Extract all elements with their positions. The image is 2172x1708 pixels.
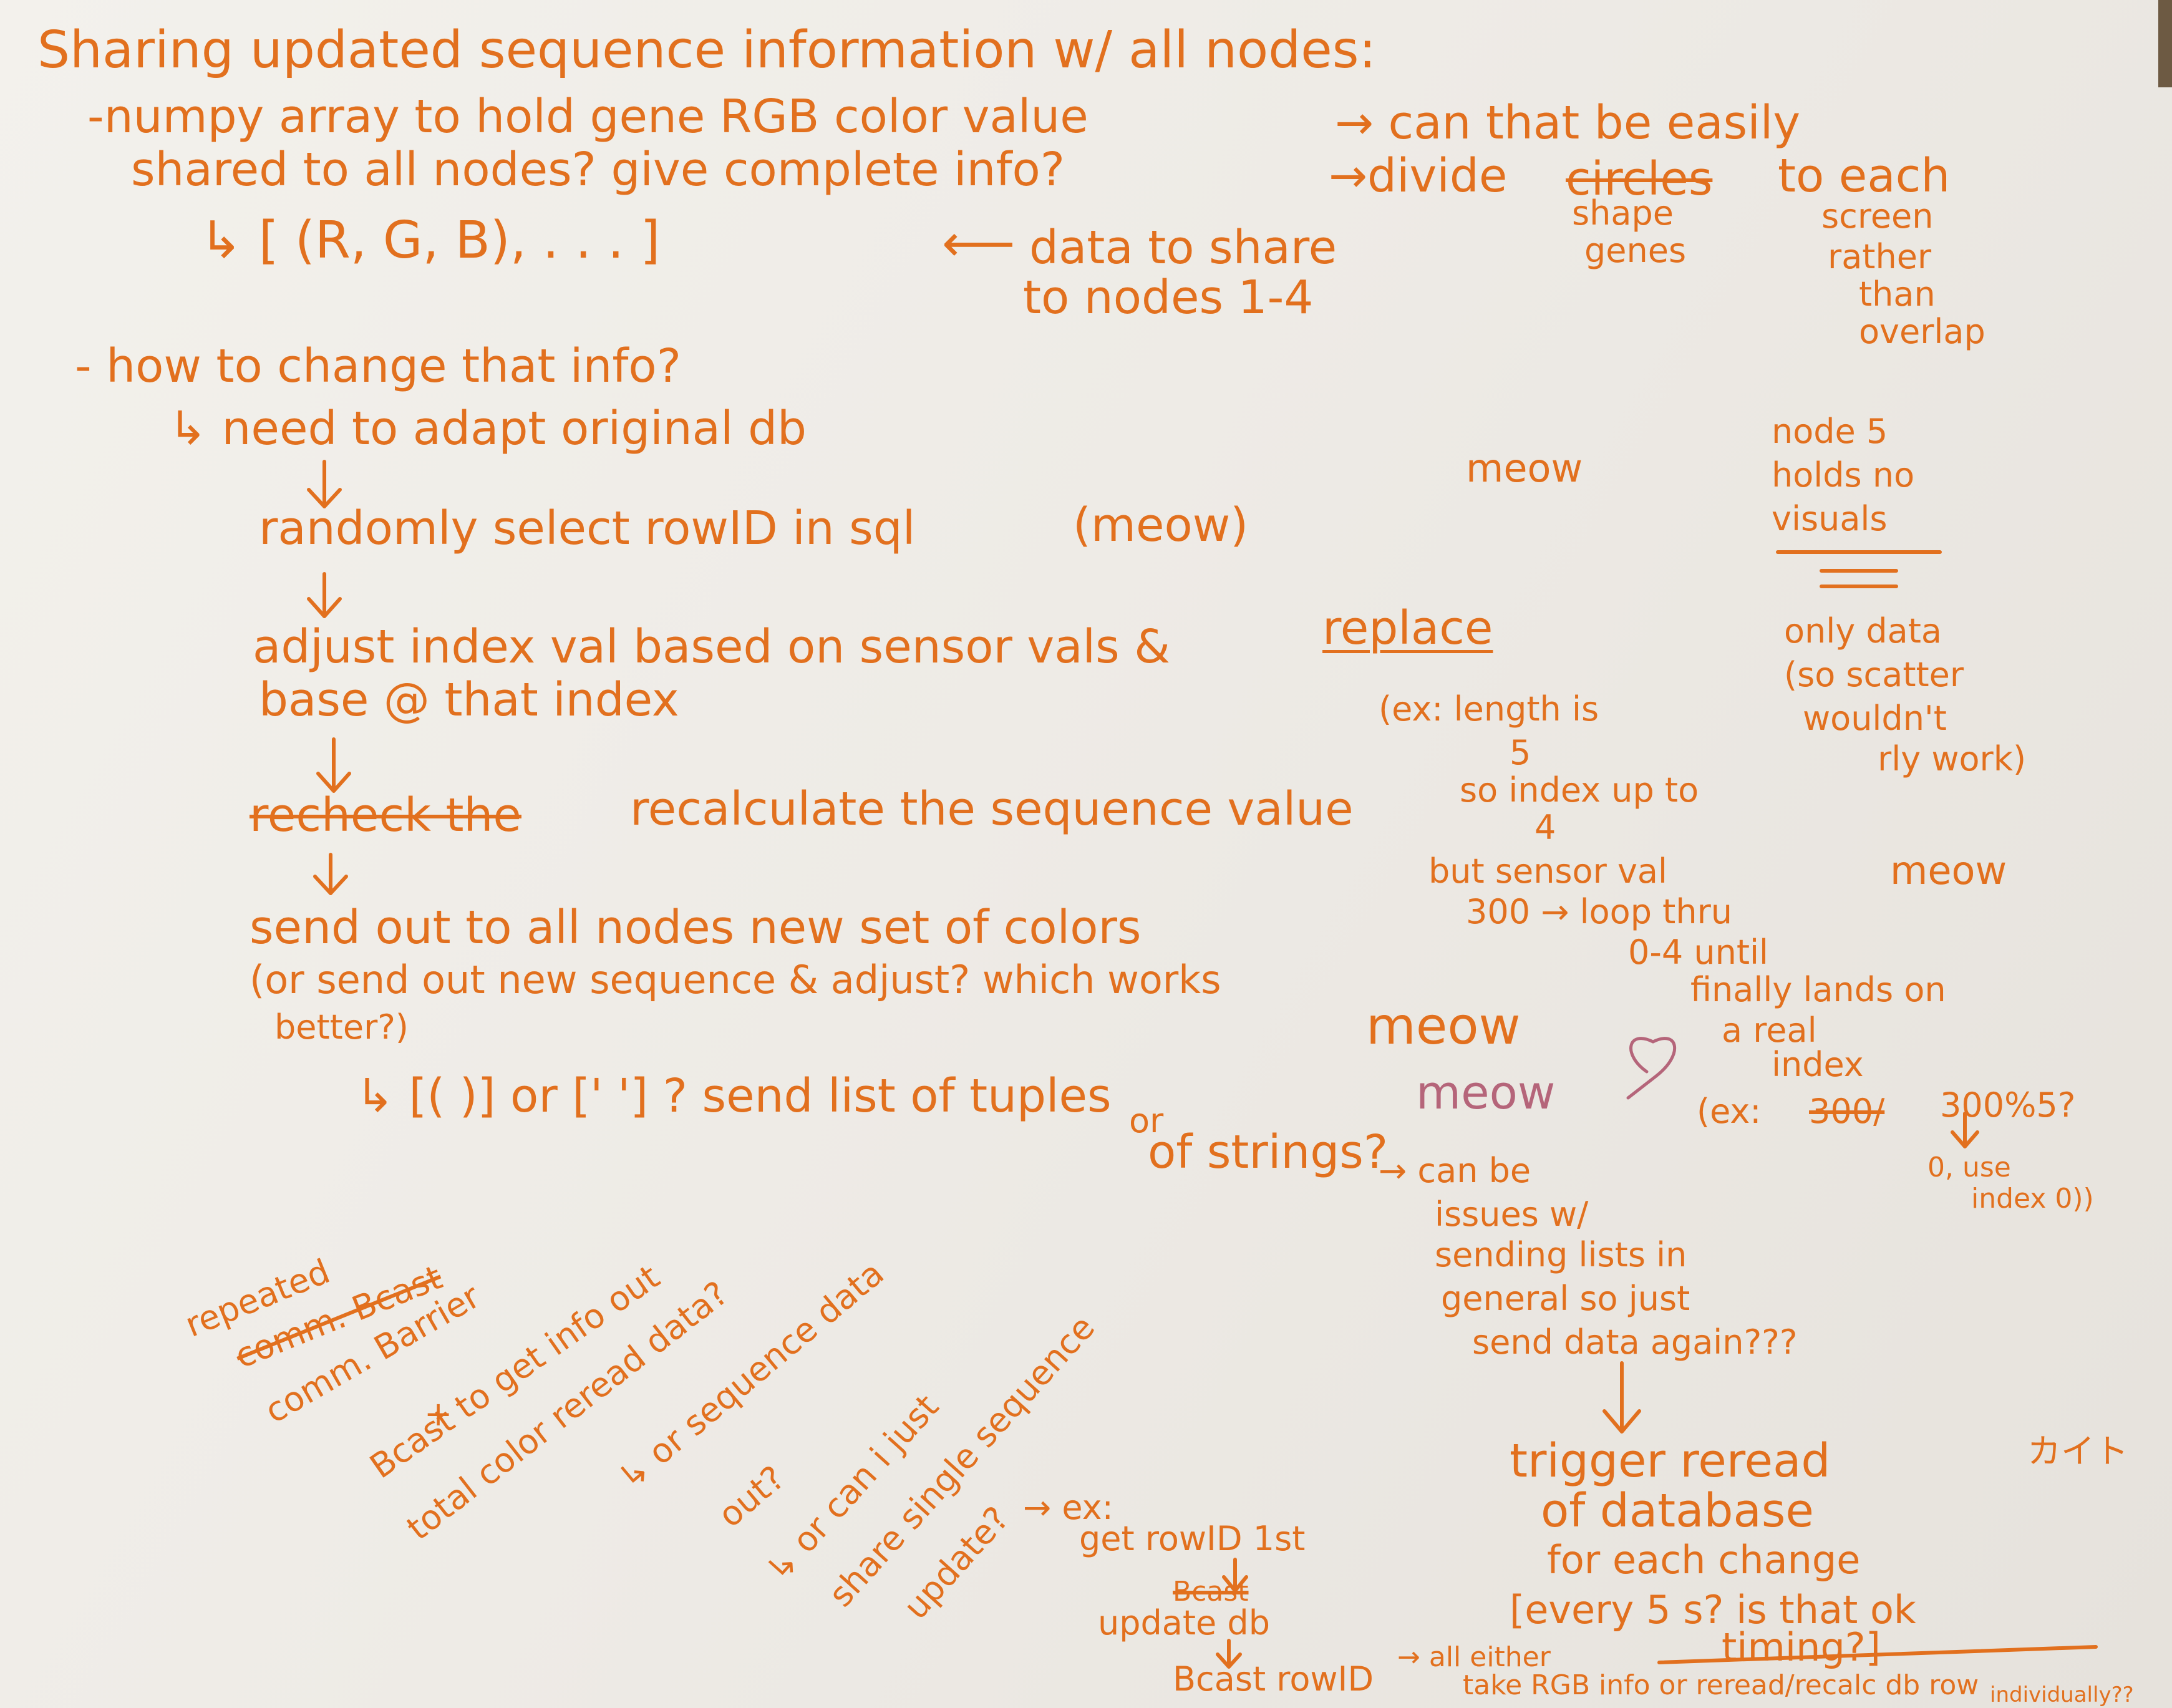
ex-length: (ex: length is: [1379, 689, 1599, 729]
share-arrow: ⟵: [942, 214, 1016, 273]
ex-four: 4: [1534, 808, 1556, 847]
bullet1-struck-word: circles: [1566, 152, 1713, 206]
heart-doodle: [1626, 1037, 1676, 1100]
down-arrow-update: [1216, 1639, 1242, 1669]
ex-loop: 300 → loop thru: [1466, 892, 1732, 931]
array-example: ↳ [ (R, G, B), . . . ]: [200, 211, 661, 270]
meow-4: meow: [1416, 1066, 1556, 1120]
step-adjust-index: adjust index val based on sensor vals &: [253, 620, 1170, 674]
left-plus: +: [424, 1394, 453, 1434]
bullet1-to-each: to each: [1778, 149, 1951, 203]
ex-struck: 300/: [1809, 1092, 1885, 1131]
ex-a-real: a real: [1722, 1011, 1817, 1050]
to-nodes: to nodes 1-4: [1023, 271, 1314, 324]
meow-1: meow: [1466, 445, 1583, 491]
send-data-again: send data again???: [1472, 1322, 1798, 1362]
trigger-reread: trigger reread: [1510, 1434, 1831, 1488]
down-arrow-mod: [1951, 1112, 1979, 1148]
individually: individually??: [1990, 1682, 2134, 1707]
down-arrow-4: [313, 853, 348, 895]
node5-line4: only data: [1784, 611, 1942, 651]
down-arrow-2: [307, 572, 342, 618]
step-recalculate: recalculate the sequence value: [630, 782, 1354, 836]
ex-mod: 300%5?: [1940, 1085, 2076, 1125]
meow-paren: (meow): [1073, 498, 1249, 552]
or-word: or: [1129, 1101, 1164, 1140]
ex-prefix: (ex:: [1697, 1092, 1762, 1131]
for-each-change: for each change: [1547, 1537, 1861, 1583]
ex-until: 0-4 until: [1628, 933, 1768, 972]
step-better: better?): [274, 1007, 409, 1047]
down-arrow-3: [316, 737, 351, 793]
ex-zero-use: 0, use: [1927, 1152, 2011, 1183]
ex-flow-bcast: Bcast rowID: [1173, 1659, 1374, 1699]
of-database: of database: [1541, 1484, 1814, 1538]
ex-finally: finally lands on: [1690, 970, 1946, 1009]
node5-line3: visuals: [1772, 499, 1888, 538]
general-so-just: general so just: [1441, 1279, 1690, 1318]
take-rgb-info: take RGB info or reread/recalc db row: [1463, 1669, 1979, 1701]
every-5s: [every 5 s? is that ok: [1510, 1587, 1916, 1633]
timing-underline: [1657, 1645, 2098, 1664]
node5-equals: [1820, 569, 1898, 588]
of-strings: of strings?: [1148, 1125, 1389, 1179]
step-select-rowid: randomly select rowID in sql: [259, 502, 916, 555]
ex-flow-get: get rowID 1st: [1079, 1519, 1306, 1558]
ex-five: 5: [1510, 733, 1531, 772]
ex-index: index: [1772, 1045, 1864, 1084]
meow-3: meow: [1366, 997, 1521, 1056]
data-to-share: data to share: [1029, 221, 1337, 274]
kaito-signature: カイト: [2027, 1432, 2128, 1471]
meow-2: meow: [1890, 848, 2007, 893]
bullet1-rather: rather: [1828, 237, 1932, 276]
bullet1-arrow-note: → can that be easily: [1335, 96, 1801, 150]
node5-line2: holds no: [1772, 455, 1915, 495]
ex-index-zero: index 0)): [1971, 1183, 2094, 1215]
step-send-sequence: (or send out new sequence & adjust? whic…: [250, 957, 1221, 1002]
bullet2-need: ↳ need to adapt original db: [168, 402, 807, 455]
replace-word: replace: [1322, 601, 1493, 655]
paper-edge: [2158, 0, 2172, 87]
step-send-colors: send out to all nodes new set of colors: [250, 901, 1142, 954]
timing-question: timing?]: [1722, 1624, 1881, 1670]
bullet1-divide: →divide: [1329, 149, 1508, 203]
sending-lists: sending lists in: [1435, 1235, 1687, 1274]
bullet1-screen: screen: [1821, 197, 1934, 236]
down-arrow-trigger: [1602, 1361, 1641, 1434]
bullet2-line1: - how to change that info?: [75, 339, 681, 393]
bullet1-overlap: overlap: [1859, 312, 1985, 351]
bullet1-shape: shape: [1572, 193, 1674, 233]
ex-flow-ex: → ex:: [1023, 1488, 1113, 1527]
ex-so-index: so index up to: [1460, 770, 1699, 810]
step-base-index: base @ that index: [259, 673, 679, 727]
node5-line6: wouldn't: [1803, 699, 1947, 738]
node5-line7: rly work): [1878, 739, 2027, 779]
struck-recheck: recheck the: [250, 788, 521, 842]
bullet1-line1: -numpy array to hold gene RGB color valu…: [87, 90, 1088, 143]
down-arrow-get: [1222, 1558, 1248, 1593]
ex-but-sensor: but sensor val: [1428, 852, 1668, 891]
ex-flow-update: update db: [1098, 1603, 1270, 1642]
down-arrow-1: [307, 460, 342, 508]
all-either: → all either: [1397, 1641, 1551, 1673]
page-title: Sharing updated sequence information w/ …: [37, 21, 1377, 80]
bullet1-genes: genes: [1584, 231, 1687, 270]
bullet1-line2: shared to all nodes? give complete info?: [131, 143, 1065, 197]
can-be: → can be: [1379, 1151, 1531, 1190]
ex-flow-struck: Bcast: [1173, 1576, 1249, 1608]
tuple-question: ↳ [( )] or [' '] ? send list of tuples: [356, 1069, 1112, 1123]
node5-line1: node 5: [1772, 412, 1888, 451]
node5-line5: (so scatter: [1784, 655, 1964, 694]
bullet1-than: than: [1859, 274, 1936, 314]
issues-with: issues w/: [1435, 1195, 1589, 1234]
